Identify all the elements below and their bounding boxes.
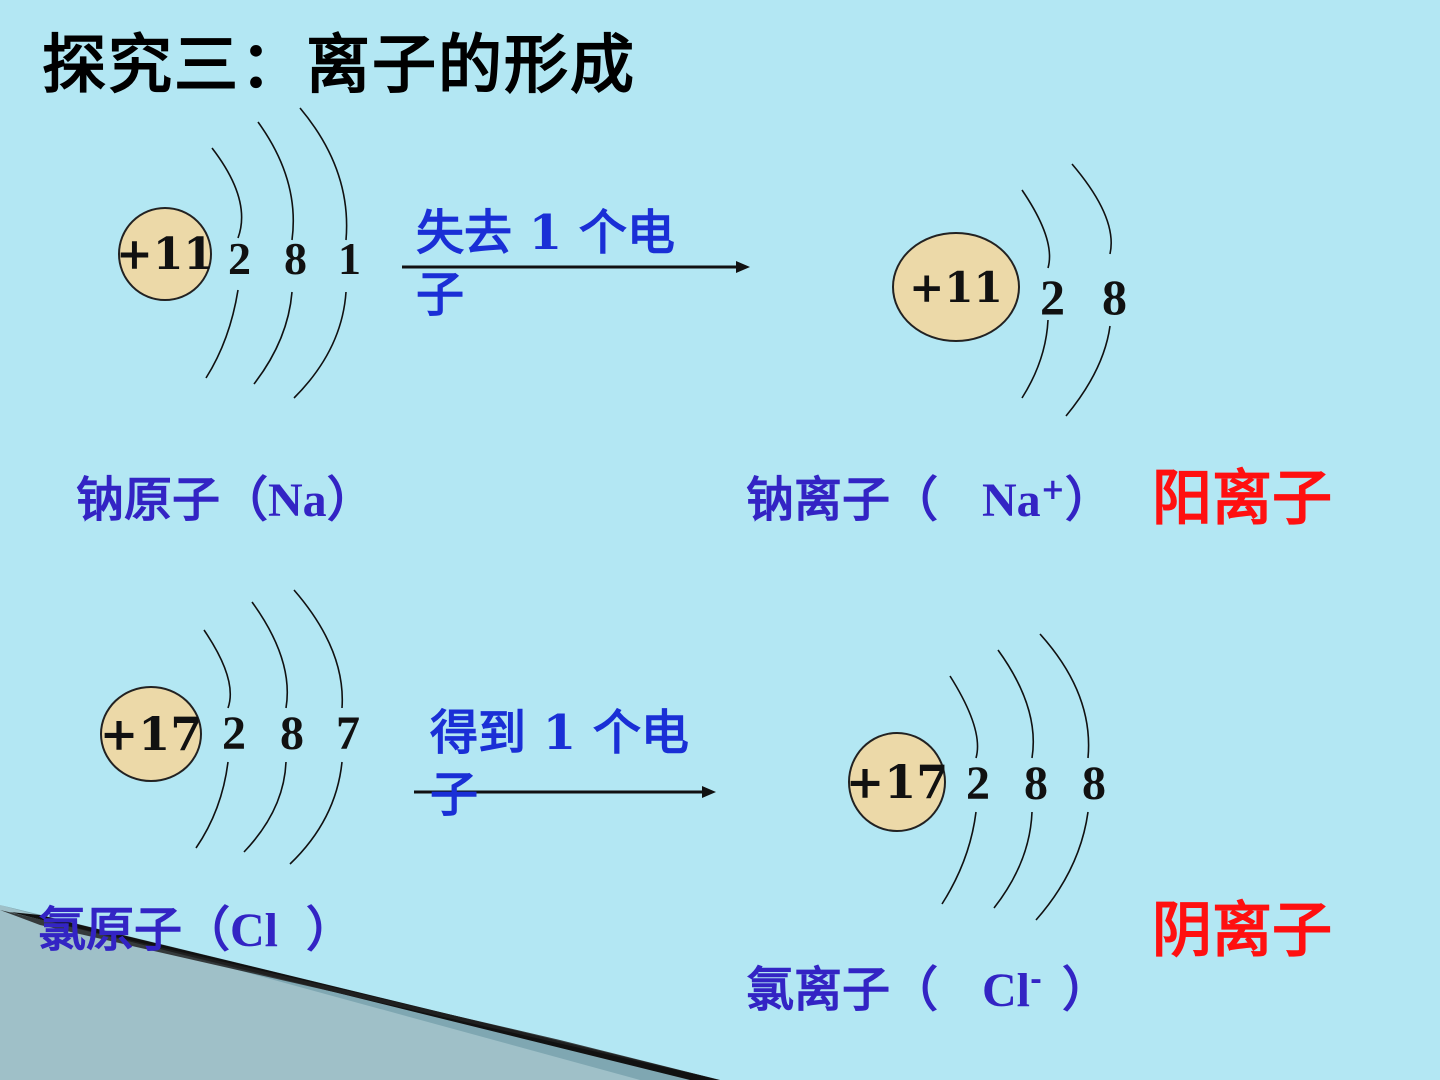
na-process-arrow [402,261,750,273]
na-atom-label: 钠原子（Na） [76,472,375,528]
na-ion-nucleus: +11 [892,232,1020,342]
cl-process-text: 得到 1 个电子 [430,705,689,823]
cl-atom-shell-1 [195,629,232,849]
cl-atom-shell-2 [243,601,289,853]
cl-ion-charge: - [1030,962,1042,996]
na-atom-nucleus: +11 [116,207,214,301]
na-atom-shell-electrons-1: 2 [228,233,251,284]
anion-tag: 阴离子 [1152,896,1332,966]
cl-atom-symbol: Cl [230,904,279,957]
cl-ion-shell-electrons-1: 2 [966,757,990,810]
na-ion-charge: + [1040,472,1065,506]
cl-atom-shell-electrons-3: 7 [336,707,360,760]
na-atom-shell-electrons-2: 8 [284,233,307,284]
cl-ion-shell-electrons-2: 8 [1024,757,1048,810]
cl-atom-shell-electrons-1: 2 [222,707,246,760]
slide-title: 探究三：离子的形成 [42,29,636,103]
na-ion-shell-electrons-1: 2 [1040,269,1065,325]
cl-process-arrow [414,786,716,798]
cl-ion-shell-1 [941,675,979,905]
na-ion-symbol: Na [982,474,1041,527]
cl-atom-label: 氯原子（Cl） [38,902,355,958]
na-process-text: 失去 1 个电子 [416,205,675,323]
na-atom-shell-3 [293,107,348,399]
na-atom-shell-electrons-3: 1 [338,233,361,284]
na-ion-label: 钠离子（Na+） [746,472,1113,528]
cl-atom-nucleus: +17 [100,686,202,782]
na-ion-shell-2 [1065,163,1112,417]
cl-atom-shell-3 [289,589,344,865]
corner-decoration [0,905,720,1080]
cl-ion-nucleus: +17 [846,732,948,832]
cation-tag: 阳离子 [1152,464,1332,534]
cl-ion-shell-3 [1035,633,1090,921]
cl-ion-label: 氯离子（Cl-） [746,962,1110,1018]
cl-ion-shell-electrons-3: 8 [1082,757,1106,810]
cl-ion-symbol: Cl [982,964,1031,1017]
na-ion-shell-1 [1021,189,1051,399]
na-atom-shell-1 [205,147,243,379]
na-atom-shell-2 [253,121,295,385]
na-atom-symbol: Na [268,474,327,527]
cl-ion-shell-2 [993,649,1035,909]
cl-atom-shell-electrons-2: 8 [280,707,304,760]
na-ion-shell-electrons-2: 8 [1102,269,1127,325]
